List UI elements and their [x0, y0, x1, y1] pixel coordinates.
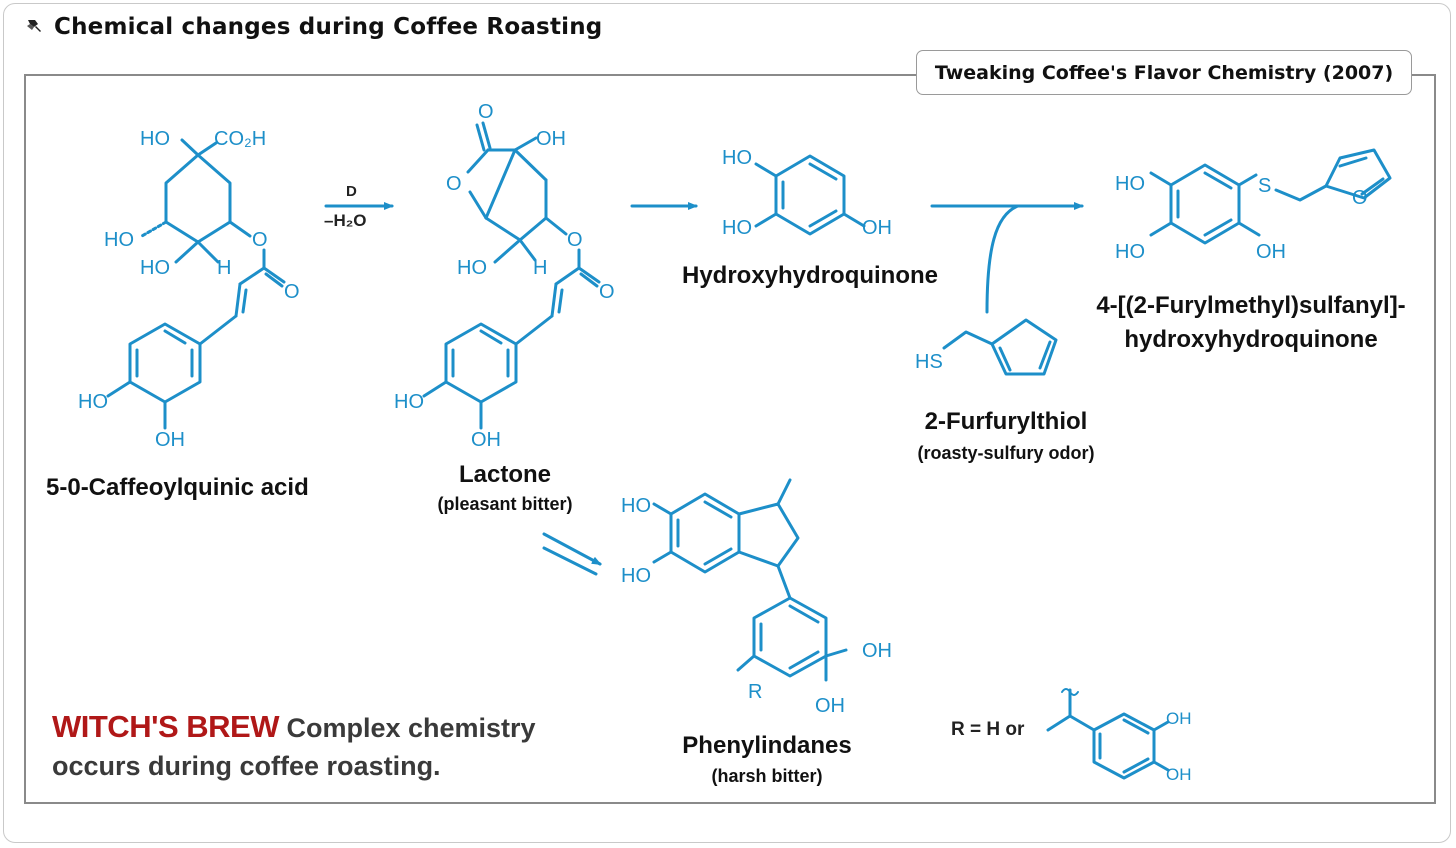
atom-label: HO [104, 229, 134, 251]
caffeoylquinic-name: 5-0-Caffeoylquinic acid [46, 474, 309, 501]
atom-label: O [478, 101, 494, 123]
furfurylthiol-atoms: HS [915, 351, 943, 373]
furfurylthiol-name: 2-Furfurylthiol [924, 408, 1088, 435]
atom-label: HS [915, 351, 943, 373]
diagram-frame [24, 74, 1436, 804]
atom-label: HO [621, 565, 651, 587]
atom-label: HO [722, 217, 752, 239]
hydroxyhydroquinone-name: Hydroxyhydroquinone [681, 262, 939, 289]
atom-label: R [748, 681, 762, 703]
caption: WITCH'S BREW Complex chemistry occurs du… [52, 708, 536, 785]
atom-label: O [567, 229, 583, 251]
atom-label: HO [1115, 173, 1145, 195]
phenylindanes-name: Phenylindanes [682, 732, 852, 759]
atom-label: HO [722, 147, 752, 169]
atom-label: HO [78, 391, 108, 413]
furfurylthiol-note: (roasty-sulfury odor) [917, 443, 1095, 463]
atom-label: O [599, 281, 615, 303]
atom-label: HO [621, 495, 651, 517]
atom-label: O [252, 229, 268, 251]
phenylindanes-atoms: HO HO OH OH R [621, 495, 892, 717]
atom-label: OH [815, 695, 845, 717]
atom-label: OH [862, 640, 892, 662]
arrow-label-top: D [346, 183, 357, 200]
source-tag: Tweaking Coffee's Flavor Chemistry (2007… [916, 50, 1412, 95]
atom-label: HO [140, 257, 170, 279]
atom-label: O [284, 281, 300, 303]
lactone-atoms: O OH O HO H O O HO OH [394, 101, 615, 451]
caption-line1-rest: Complex chemistry [278, 713, 536, 743]
product-atoms: HO HO OH S O [1115, 173, 1368, 263]
header-title: Chemical changes during Coffee Roasting [54, 14, 603, 40]
product-name-line2: hydroxyhydroquinone [1124, 326, 1378, 353]
r-substituent-atoms: OH OH [1166, 709, 1192, 784]
lactone-name: Lactone [458, 461, 551, 488]
atom-label: OH [536, 128, 566, 150]
caption-line-1: WITCH'S BREW Complex chemistry [52, 708, 536, 747]
atom-label: H [533, 257, 547, 279]
lactone-structure [422, 121, 601, 430]
atom-label: OH [1166, 709, 1192, 728]
caffeoylquinic-structure [106, 138, 286, 430]
atom-label: OH [471, 429, 501, 451]
hydroxyhydroquinone-atoms: HO HO OH [722, 147, 892, 239]
atom-label: OH [155, 429, 185, 451]
caption-brand: WITCH'S BREW [52, 709, 279, 744]
furfurylthiol-structure [942, 318, 1058, 376]
reagent-entry-curve [985, 204, 1020, 314]
panel [3, 3, 1451, 843]
phenylindanes-structure [652, 478, 848, 682]
atom-label: OH [1166, 765, 1192, 784]
caption-line-2: occurs during coffee roasting. [52, 751, 441, 781]
atom-label: HO [140, 128, 170, 150]
hydroxyhydroquinone-structure [754, 154, 866, 236]
atom-label: O [446, 173, 462, 195]
arrow-label-bottom: –H₂O [324, 211, 367, 230]
atom-label: HO [394, 391, 424, 413]
product-name-line1: 4-[(2-Furylmethyl)sulfanyl]- [1096, 292, 1406, 319]
atom-label: HO [1115, 241, 1145, 263]
reaction-arrow-4 [542, 532, 602, 576]
atom-label: S [1258, 175, 1271, 197]
atom-label: OH [1256, 241, 1286, 263]
header: Chemical changes during Coffee Roasting [24, 14, 602, 40]
r-substituent-structure [1046, 688, 1170, 780]
phenylindanes-note: (harsh bitter) [711, 766, 823, 786]
pushpin-icon [27, 20, 41, 32]
lactone-note: (pleasant bitter) [437, 494, 573, 514]
caffeoylquinic-atoms: HO CO₂H HO HO H O O HO OH [78, 128, 300, 451]
atom-label: OH [862, 217, 892, 239]
r-definition: R = H or [951, 719, 1025, 740]
atom-label: H [217, 257, 231, 279]
atom-label: O [1352, 187, 1368, 209]
atom-label: HO [457, 257, 487, 279]
atom-label: CO₂H [214, 128, 266, 150]
product-structure [1149, 148, 1392, 245]
